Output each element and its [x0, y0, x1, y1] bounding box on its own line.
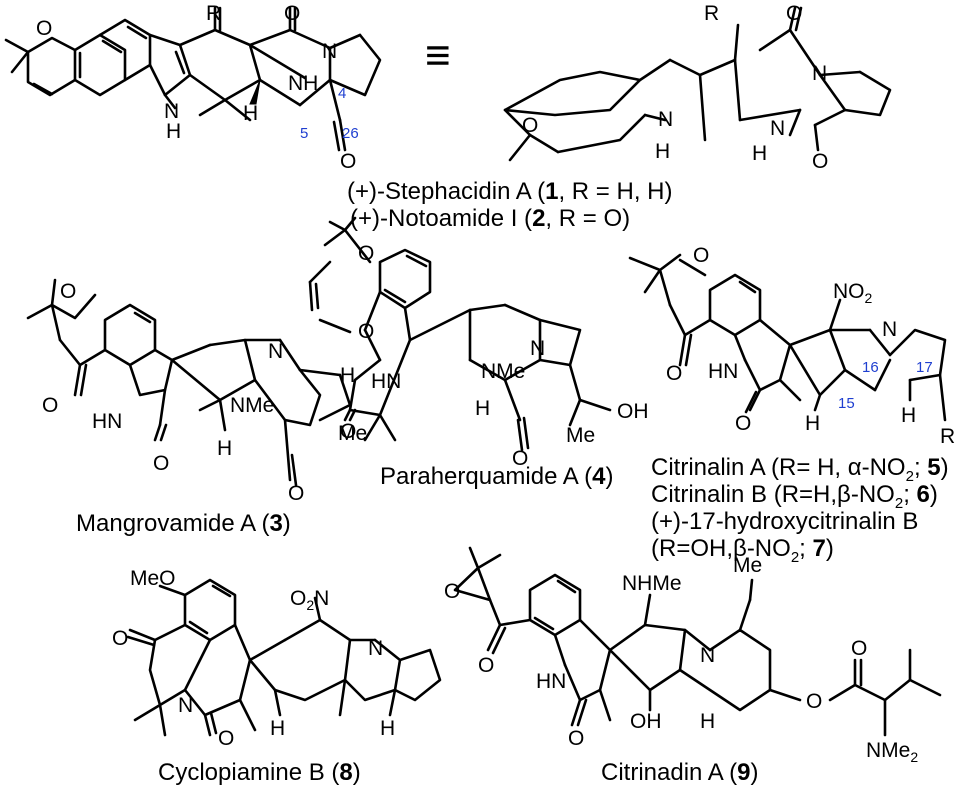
position-17-label: 17	[916, 359, 933, 376]
pyran-o-label-3d: O	[522, 114, 538, 137]
me-label-9: Me	[733, 554, 762, 577]
nhme-label-9: NHMe	[622, 572, 682, 595]
indole-nh-h-label-1: H	[166, 120, 181, 143]
ketone-o-label-5: O	[666, 362, 682, 385]
lactam-o-label-4: O	[340, 420, 356, 443]
caption-compound-7-line2: (R=OH,β-NO2; 7)	[651, 535, 834, 566]
bridge-o-label-1: O	[340, 150, 356, 173]
lactam-o-label-3: O	[153, 452, 169, 475]
position-5-label: 5	[300, 125, 308, 142]
paraherquamide-a-structure	[308, 216, 612, 452]
h-label-4: H	[475, 397, 490, 420]
mangrovamide-a-structure	[26, 278, 352, 487]
hn-label-3: HN	[92, 410, 122, 433]
caption-compound-3: Mangrovamide A (3)	[76, 510, 291, 537]
caption-compound-1: (+)-Stephacidin A (1, R = H, H)	[347, 178, 672, 205]
r-label-5: R	[940, 425, 955, 448]
indole-h-label-3d: H	[655, 140, 670, 163]
oh-label-4: OH	[617, 400, 649, 423]
ester-o-label-9: O	[806, 690, 822, 713]
h-label-8a: H	[270, 717, 285, 740]
hn-label-4: HN	[371, 370, 401, 393]
stephacidin-a-3d-structure	[503, 6, 892, 162]
caption-compound-6: Citrinalin B (R=H,β-NO2; 6)	[651, 481, 938, 512]
amine-n-label-9: N	[700, 644, 715, 667]
r-label-1: R	[206, 2, 221, 25]
pyran-o-label-3: O	[60, 280, 76, 303]
ether-o-label-4a: O	[358, 242, 374, 265]
equivalence-symbol: ≡	[425, 31, 451, 80]
h-label-8b: H	[380, 717, 395, 740]
position-15-label: 15	[838, 395, 855, 412]
lactam-o-label-8: O	[218, 727, 234, 750]
position-16-label: 16	[862, 359, 879, 376]
caption-compound-8: Cyclopiamine B (8)	[158, 759, 361, 785]
ketone-o-label-8: O	[112, 627, 128, 650]
hn-label-9: HN	[536, 670, 566, 693]
oh-label-9: OH	[630, 710, 662, 733]
cyclopiamine-b-structure	[126, 578, 442, 737]
nme-label-4: NMe	[481, 360, 525, 383]
me-label-3: Me	[338, 422, 367, 445]
ketone-o-label-3: O	[42, 394, 58, 417]
indole-nh-n-label-1: N	[164, 100, 179, 123]
h-label-1: H	[243, 102, 258, 125]
h-label-5a: H	[805, 412, 820, 435]
amine-n-label-3: N	[268, 340, 283, 363]
h-label-5b: H	[901, 404, 916, 427]
lactam-o-label-5: O	[735, 412, 751, 435]
caption-compound-4: Paraherquamide A (4)	[380, 463, 614, 490]
citrinadin-a-structure	[453, 546, 942, 737]
me-label-4: Me	[566, 424, 595, 447]
amine-n-label-5: N	[882, 318, 897, 341]
lactam-o-label-9: O	[568, 727, 584, 750]
amide-n-label-8: N	[178, 694, 193, 717]
nitro-label-8: O2N	[290, 587, 329, 613]
amide-n-label-1: N	[322, 40, 337, 63]
bridge-o-label-3: O	[288, 482, 304, 505]
epoxide-o-label-9: O	[444, 580, 460, 603]
amine-n-label-4: N	[530, 337, 545, 360]
h-label-9: H	[700, 710, 715, 733]
position-26-label: 26	[342, 125, 359, 142]
h-label-3b: H	[217, 437, 232, 460]
meo-label-8: MeO	[130, 567, 176, 590]
bridge-nh-label-1: NH	[288, 72, 318, 95]
nme2-label-9: NMe2	[866, 739, 918, 765]
caption-compound-5: Citrinalin A (R= H, α-NO2; 5)	[651, 454, 949, 485]
citrinalin-structure	[628, 253, 947, 422]
ether-o-label-4b: O	[358, 320, 374, 343]
indole-n-label-3d: N	[658, 108, 673, 131]
amide-n-label-3d: N	[812, 62, 827, 85]
carbonyl-o-label-9: O	[851, 637, 867, 660]
ketone-o-label-9: O	[478, 654, 494, 677]
bridge-h-label-3d: H	[752, 142, 767, 165]
pyran-o-label-5: O	[693, 244, 709, 267]
carbonyl-o-label-1: O	[284, 2, 300, 25]
amine-n-label-8: N	[368, 637, 383, 660]
lactam-o-label-3d: O	[812, 150, 828, 173]
caption-compound-7-line1: (+)-17-hydroxycitrinalin B	[651, 508, 918, 535]
h-label-3a: H	[340, 364, 355, 387]
caption-compound-2: (+)-Notoamide I (2, R = O)	[350, 205, 630, 232]
pyran-o-label-1: O	[36, 17, 52, 40]
bridge-n-label-3d: N	[770, 117, 785, 140]
nme-label-3: NMe	[230, 394, 274, 417]
position-4-label: 4	[338, 85, 346, 102]
nitro-label-5: NO2	[833, 280, 873, 306]
stephacidin-a-structure	[4, 6, 382, 152]
hn-label-5: HN	[708, 360, 738, 383]
r-label-3d: R	[704, 2, 719, 25]
carbonyl-o-label-3d: O	[786, 2, 802, 25]
bridge-o-label-4: O	[512, 447, 528, 470]
caption-compound-9: Citrinadin A (9)	[601, 759, 758, 785]
